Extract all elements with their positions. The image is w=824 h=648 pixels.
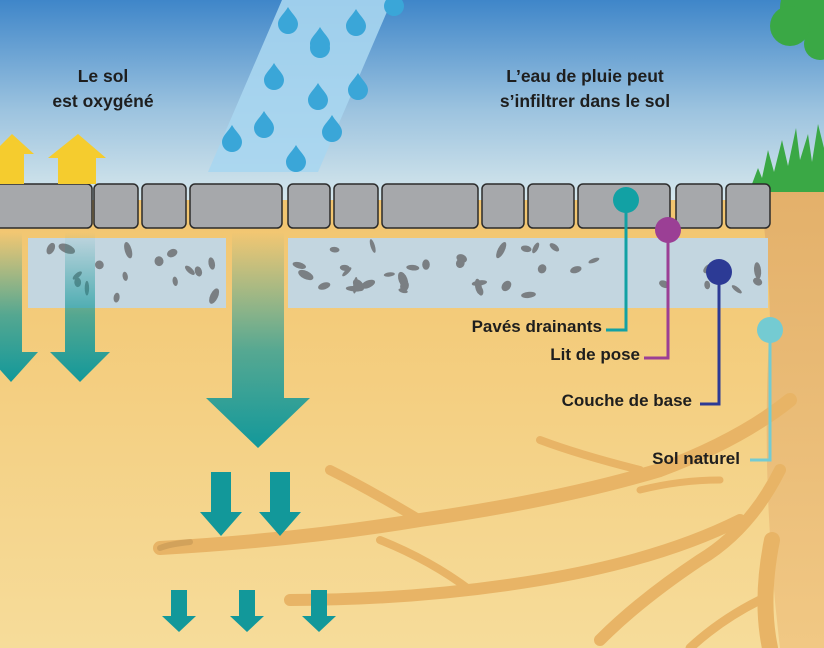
label-sol-oxygene-line2: est oxygéné <box>52 91 154 111</box>
water-drop-icon <box>308 83 329 111</box>
gravel-stone-icon <box>537 264 547 274</box>
oxygen-arrow-icon <box>0 134 106 184</box>
gravel-stone-icon <box>298 269 314 281</box>
water-drop-icon <box>286 145 306 172</box>
gravel-stone-icon <box>753 277 763 286</box>
soil-bank <box>758 184 824 648</box>
gravel-stone-icon <box>731 285 742 294</box>
gravel-stone-icon <box>398 271 409 288</box>
gravel-stone-icon <box>455 258 465 269</box>
callout-paves-drainants <box>606 187 639 332</box>
infiltration-arrow-icon <box>162 472 336 632</box>
gravel-stone-icon <box>209 288 220 304</box>
root-tip <box>157 539 193 551</box>
water-drop-icon <box>348 73 368 100</box>
gravel-stone-icon <box>369 239 376 253</box>
callout-sol-naturel <box>750 317 783 462</box>
paver-stone-icon <box>287 183 331 229</box>
label-paves-drainants: Pavés drainants <box>471 317 602 336</box>
gravel-stone-icon <box>496 242 507 259</box>
gravel-stone-icon <box>113 292 120 303</box>
gravel-stone-icon <box>167 248 178 258</box>
gravel-stone-icon <box>501 280 512 292</box>
water-drop-icon <box>346 9 366 36</box>
gravel-stone-icon <box>95 260 104 270</box>
water-drop-icon <box>310 27 330 54</box>
root-icon <box>153 393 797 648</box>
label-eau-pluie-line1: L’eau de pluie peut <box>506 66 664 86</box>
gravel-stone-icon <box>520 245 532 253</box>
paver-stone-icon <box>0 183 93 229</box>
paver-stone-icon <box>481 183 525 229</box>
gravel-stone-icon <box>318 282 331 290</box>
gravel-stone-icon <box>754 262 762 279</box>
bedding-layer <box>28 238 768 308</box>
gravel-stone-icon <box>532 242 540 254</box>
gravel-stone-icon <box>352 279 365 292</box>
gravel-stone-icon <box>172 276 178 286</box>
paver-stone-icon <box>527 183 575 229</box>
paver-stone-icon <box>381 183 479 229</box>
paver-stone-icon <box>93 183 139 229</box>
paver-stone-icon <box>333 183 379 229</box>
rain-drops <box>222 0 404 172</box>
callout-lit-de-pose <box>644 217 681 360</box>
sky <box>0 0 824 200</box>
gravel-stone-icon <box>122 271 128 281</box>
label-couche-de-base: Couche de base <box>561 391 692 410</box>
water-drop-icon <box>278 7 298 34</box>
water-drop-icon <box>254 111 274 138</box>
gravel-stone-icon <box>406 264 420 271</box>
gravel-stone-icon <box>383 272 395 277</box>
water-drop-icon <box>264 63 284 90</box>
rain-band <box>208 0 392 172</box>
gravel-stone-icon <box>422 259 430 270</box>
callout-couche-de-base <box>700 259 732 406</box>
tree-foliage <box>770 0 824 60</box>
gravel-stone-icon <box>549 243 560 252</box>
gravel-stone-icon <box>360 279 376 289</box>
paver-stone-icon <box>141 183 187 229</box>
gravel-stone-icon <box>46 242 56 255</box>
gravel-stone-icon <box>704 280 711 290</box>
gravel-stone-icon <box>570 266 582 274</box>
gravel-stone-icon <box>185 265 195 275</box>
label-sol-oxygene: Le sol est oxygéné <box>28 64 178 114</box>
paver-stone-icon <box>189 183 283 229</box>
water-drop-icon <box>322 115 342 142</box>
gravel-stone-icon <box>329 246 340 253</box>
label-sol-naturel: Sol naturel <box>652 449 740 468</box>
paver-stone-icon <box>675 183 723 229</box>
water-drop-icon <box>222 125 242 152</box>
gravel-stone-icon <box>208 257 216 270</box>
gravel-stone-icon <box>588 257 600 264</box>
gravel-stone-icon <box>477 286 484 296</box>
gravel-stone-icon <box>124 242 133 259</box>
paver-stone-icon <box>725 183 771 229</box>
infiltration-arrow-icon <box>0 232 310 448</box>
gravel-stone-icon <box>154 256 164 267</box>
gravel-stone-icon <box>521 291 536 299</box>
water-drop-icon <box>384 0 404 16</box>
gravel-stone-icon <box>292 261 306 269</box>
label-eau-pluie: L’eau de pluie peut s’infiltrer dans le … <box>440 64 730 114</box>
label-sol-oxygene-line1: Le sol <box>77 66 129 86</box>
paver-row <box>0 183 771 229</box>
label-lit-de-pose: Lit de pose <box>550 345 640 364</box>
gravel-stone-icon <box>194 266 203 277</box>
label-eau-pluie-line2: s’infiltrer dans le sol <box>499 91 671 111</box>
gravel-stone-icon <box>339 264 350 271</box>
grass-icon <box>752 124 824 192</box>
